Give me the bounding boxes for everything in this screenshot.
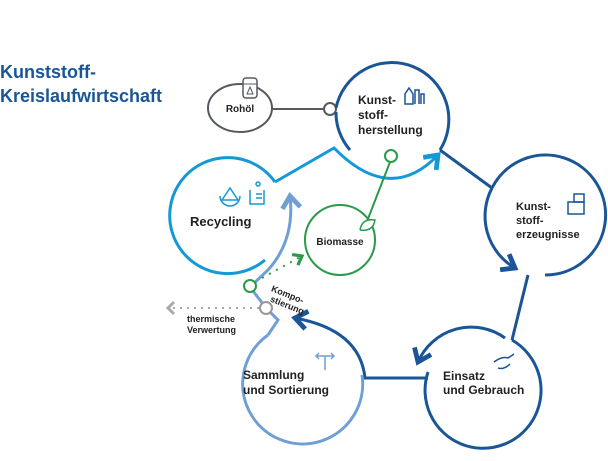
factory-icon [404,86,425,105]
node-erzeugnisse: Kunst- stoff- erzeugnisse [483,153,608,341]
products-icon [567,193,585,215]
node-recycling: Recycling [168,146,441,276]
sorting-arrows-icon [314,352,336,370]
node-einsatz: Einsatz und Gebrauch [291,309,543,450]
thermisch-label: thermische Verwertung [187,314,238,335]
thermal-recovery: thermische Verwertung [165,300,259,335]
erzeugnisse-label: Kunst- stoff- erzeugnisse [516,201,580,241]
node-herstellung: Kunst- stoff- herstellung [334,61,493,190]
title-line-2: Kreislaufwirtschaft [0,86,163,106]
leaf-icon [359,218,376,232]
herstellung-label: Kunst- stoff- herstellung [358,93,423,137]
hand-icon [493,353,515,370]
node-biomasse: Biomasse Kompo- stierung [261,149,398,316]
page-title: Kunststoff- Kreislaufwirtschaft [0,60,162,108]
kompostierung-label: Kompo- stierung [266,283,309,316]
node-sammlung: Sammlung und Sortierung [241,192,365,446]
oil-barrel-icon [242,77,258,99]
biomasse-label: Biomasse [316,237,364,248]
node-rohoel: Rohöl [207,77,337,133]
recycle-icon [219,186,241,207]
rohoel-label: Rohöl [226,104,255,115]
einsatz-label: Einsatz und Gebrauch [443,369,524,397]
title-line-1: Kunststoff- [0,62,96,82]
beaker-icon [249,181,265,205]
sammlung-label: Sammlung und Sortierung [243,368,329,397]
recycling-label: Recycling [190,214,251,229]
